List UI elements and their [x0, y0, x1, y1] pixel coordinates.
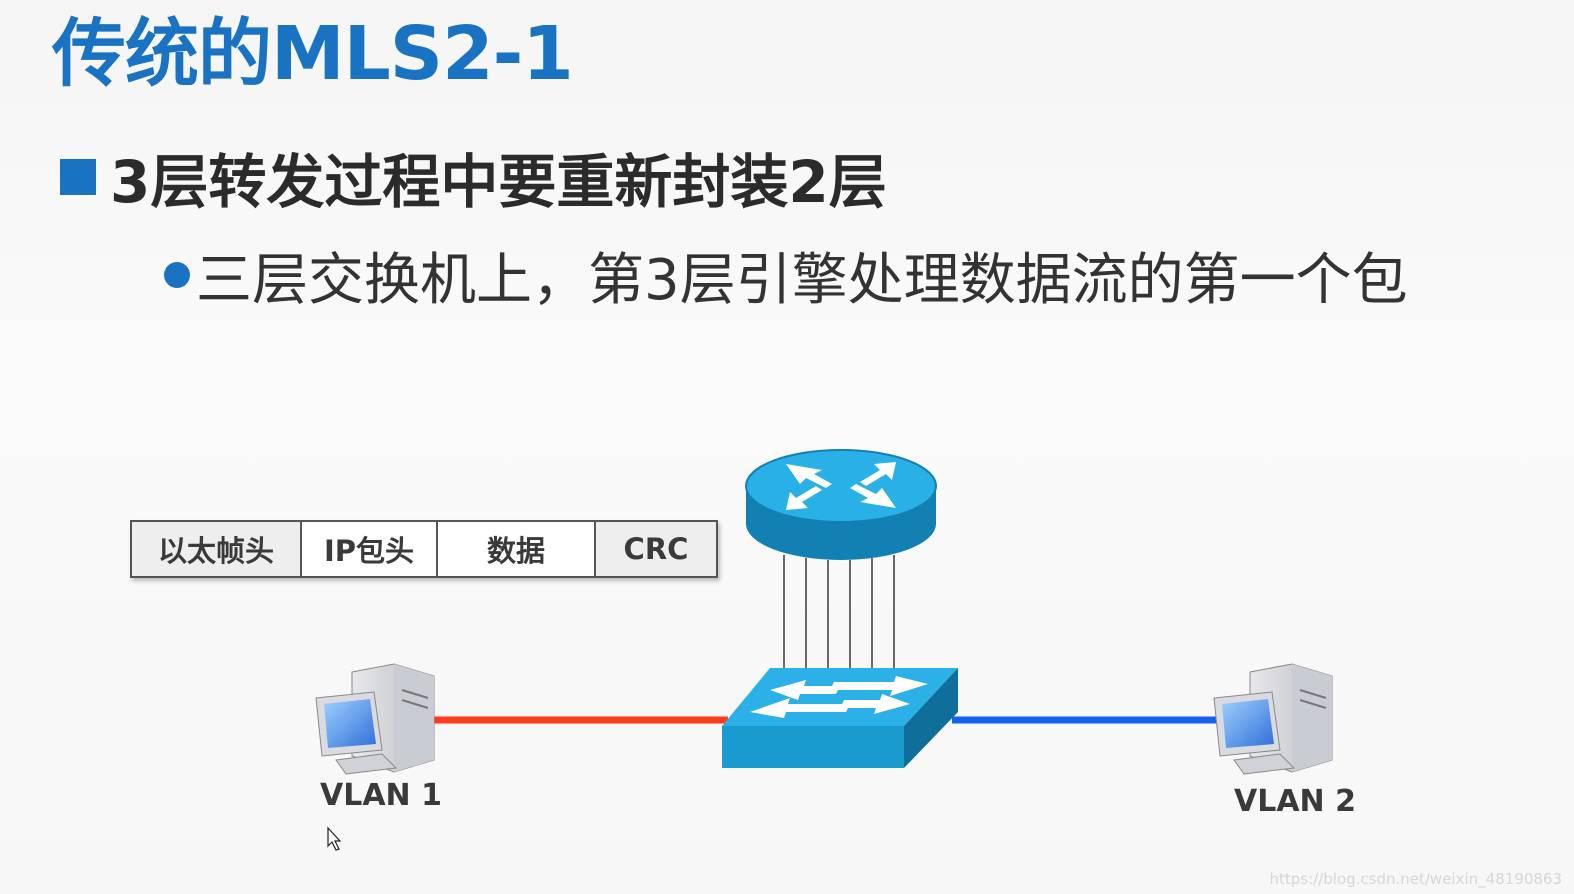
packet-field-ip-header: IP包头	[302, 522, 438, 576]
router-icon	[745, 449, 937, 560]
host-label-vlan1: VLAN 1	[320, 778, 442, 813]
packet-field-data: 数据	[438, 522, 596, 576]
square-bullet-icon	[60, 159, 96, 195]
packet-field-crc: CRC	[596, 522, 716, 576]
watermark: https://blog.csdn.net/weixin_48190863	[1269, 870, 1562, 888]
bullet-level-1-text: 3层转发过程中要重新封装2层	[110, 148, 887, 216]
switch-icon	[722, 668, 958, 768]
workstation-icon	[1213, 663, 1333, 775]
bullet-level-2: 三层交换机上，第3层引擎处理数据流的第一个包	[164, 238, 1408, 313]
workstation-icon	[315, 663, 435, 775]
bullet-level-1: 3层转发过程中要重新封装2层	[60, 142, 887, 216]
bullet-level-2-text: 三层交换机上，第3层引擎处理数据流的第一个包	[196, 247, 1408, 313]
slide-title: 传统的MLS2-1	[52, 11, 574, 97]
mouse-cursor-icon	[327, 826, 342, 851]
host-label-vlan2: VLAN 2	[1234, 784, 1356, 819]
dot-bullet-icon	[164, 262, 190, 288]
packet-frame: 以太帧头 IP包头 数据 CRC	[130, 520, 718, 578]
packet-field-ethernet-header: 以太帧头	[132, 522, 302, 576]
